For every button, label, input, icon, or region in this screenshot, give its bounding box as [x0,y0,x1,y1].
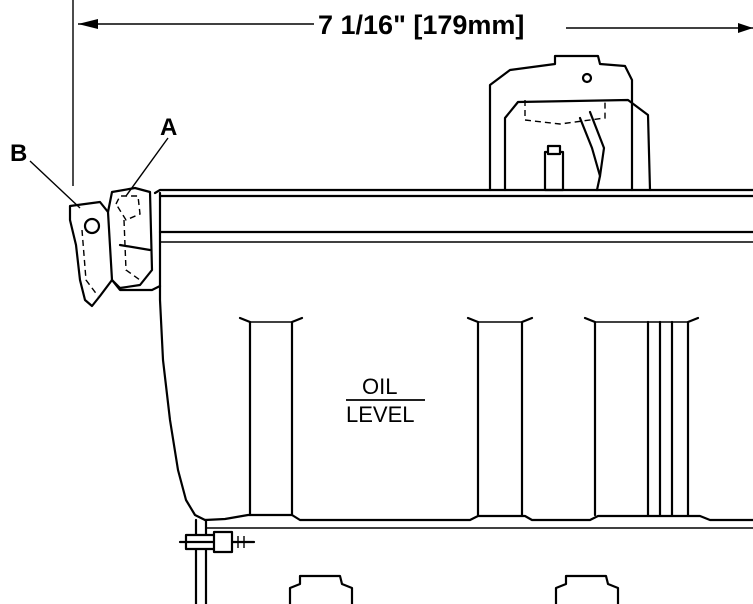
fitting-hole [581,72,593,84]
dimension-label: 7 1/16" [179mm] [318,10,524,40]
tank-body-outline [158,230,753,529]
base-foot-left [288,574,354,604]
dimension-arrow-right [738,23,753,33]
bracket-a [106,186,162,292]
tank-rib-middle [466,316,534,517]
tank-rib-right [583,316,700,517]
callout-leader-a [125,137,169,197]
top-fitting-assembly [488,54,652,192]
bolt-nut [212,530,234,554]
base-foot-right [554,574,620,604]
oil-level-label-top: OIL [362,374,397,399]
fitting-nipple [543,150,565,192]
tank-top-rim [153,188,753,243]
bracket-b [68,200,114,308]
dimension-line [72,0,753,186]
bracket-b-hole [83,217,101,235]
callout-label-b: B [10,140,27,167]
bottom-bolt-assembly [178,518,256,604]
tank-rib-left [238,316,304,517]
oil-level-label-bottom: LEVEL [346,402,415,427]
callout-label-a: A [160,114,177,141]
dimension-arrow-left [78,19,98,29]
callout-leader-b [29,160,81,209]
